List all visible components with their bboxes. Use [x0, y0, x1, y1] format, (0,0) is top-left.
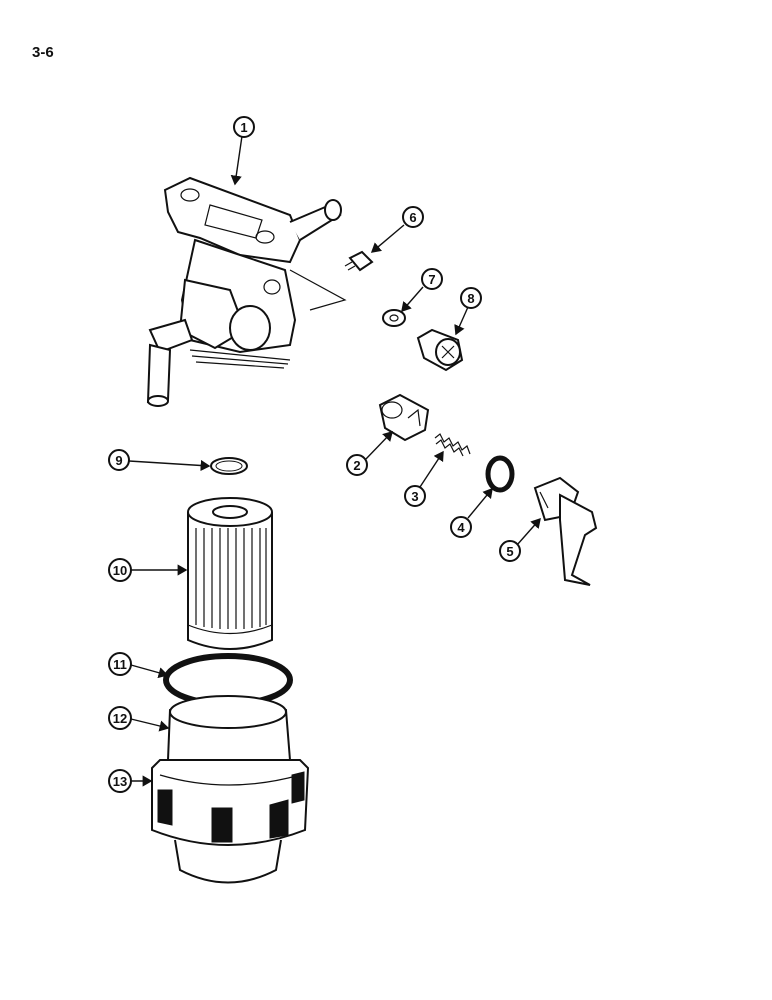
- svg-text:7: 7: [428, 272, 435, 287]
- spring: [434, 433, 471, 457]
- filter-head-housing: [146, 176, 347, 407]
- seal-ring: [485, 455, 515, 493]
- svg-text:2: 2: [353, 458, 360, 473]
- svg-text:12: 12: [113, 711, 127, 726]
- svg-text:5: 5: [506, 544, 513, 559]
- callout-13: 13: [108, 769, 132, 793]
- svg-text:8: 8: [467, 291, 474, 306]
- svg-text:1: 1: [240, 120, 247, 135]
- callout-4: 4: [450, 516, 472, 538]
- callout-11: 11: [108, 652, 132, 676]
- svg-text:3: 3: [411, 489, 418, 504]
- svg-text:6: 6: [409, 210, 416, 225]
- svg-text:9: 9: [115, 453, 122, 468]
- callout-3: 3: [404, 485, 426, 507]
- callout-1: 1: [233, 116, 255, 138]
- svg-text:10: 10: [113, 563, 127, 578]
- valve-spool: [378, 393, 430, 442]
- callout-2: 2: [346, 454, 368, 476]
- svg-text:4: 4: [457, 520, 465, 535]
- callout-12: 12: [108, 706, 132, 730]
- callout-10: 10: [108, 558, 132, 582]
- sealing-washer: [382, 309, 406, 327]
- callout-8: 8: [460, 287, 482, 309]
- retaining-ring: [151, 759, 310, 846]
- lever-handle: [533, 476, 598, 586]
- callout-9: 9: [108, 449, 130, 471]
- callout-7: 7: [421, 268, 443, 290]
- bleed-screw: [344, 250, 374, 272]
- filter-bowl: [166, 695, 292, 884]
- svg-text:11: 11: [113, 657, 127, 672]
- filter-element: [187, 497, 273, 650]
- callout-5: 5: [499, 540, 521, 562]
- plug-bolt: [416, 328, 464, 372]
- callout-6: 6: [402, 206, 424, 228]
- svg-text:13: 13: [113, 774, 127, 789]
- leader-lines: [128, 135, 541, 787]
- page-number: 3-6: [32, 44, 54, 61]
- o-ring-small: [210, 457, 248, 475]
